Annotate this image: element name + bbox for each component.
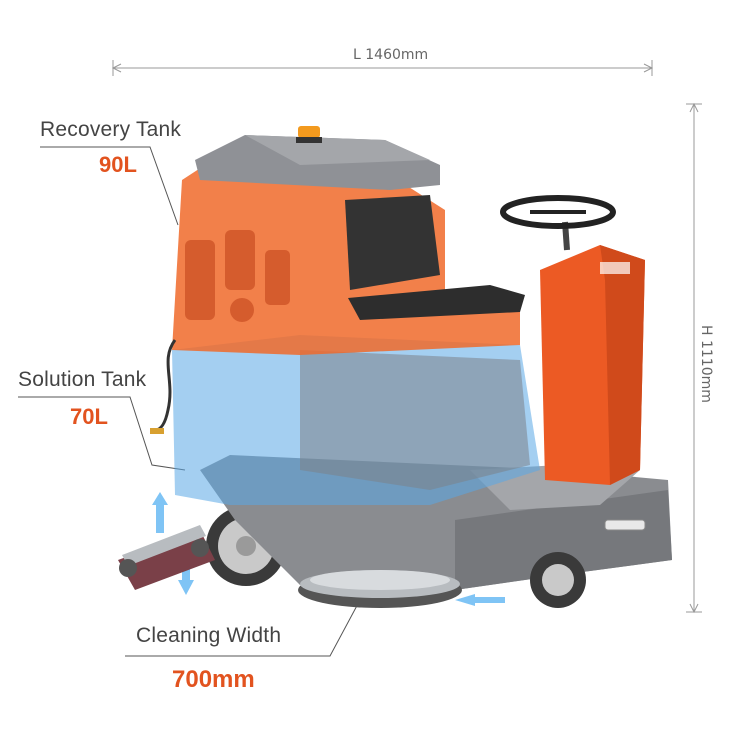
cleaning-width-title: Cleaning Width (136, 624, 282, 647)
solution-tank-value: 70L (70, 404, 108, 429)
recovery-tank-body (172, 165, 520, 355)
seat-cushion (348, 285, 525, 320)
brush-deck (298, 570, 462, 608)
height-dimension-label: H 1110mm (698, 325, 714, 403)
length-dimension-line (111, 60, 654, 76)
drain-hose (154, 339, 177, 432)
leader-lines (18, 146, 361, 657)
recovery-tank-value: 90L (99, 152, 137, 177)
recovery-tank-title: Recovery Tank (40, 118, 182, 141)
cleaning-width-value: 700mm (172, 666, 255, 693)
seat-back (345, 195, 440, 290)
steering-wheel (500, 195, 616, 251)
internal-components (185, 230, 290, 322)
front-light (604, 519, 646, 531)
warning-beacon (296, 126, 322, 143)
height-dimension-line (686, 102, 702, 614)
length-dimension-label: L 1460mm (353, 47, 429, 63)
front-wheel (530, 552, 586, 608)
solution-tank-title: Solution Tank (18, 368, 147, 391)
squeegee (118, 525, 215, 590)
